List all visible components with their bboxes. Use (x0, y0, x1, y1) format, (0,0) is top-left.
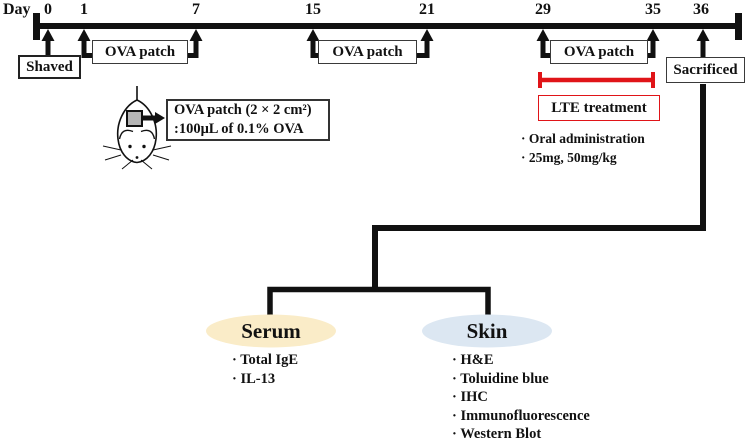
timeline-line (35, 23, 742, 29)
serum-list: · Total IgE · IL-13 (232, 351, 298, 388)
day-tick-21: 21 (419, 1, 435, 18)
patch-info-line2: :100μL of 0.1% OVA (174, 121, 304, 137)
day-tick-35: 35 (645, 1, 661, 18)
list-item: · IHC (452, 389, 488, 405)
bracket-arrows (81, 39, 656, 58)
timeline-end-cap (735, 13, 742, 40)
ova-patch-box-2: OVA patch (318, 40, 417, 64)
shaved-box: Shaved (18, 55, 81, 79)
branch-line-fork (267, 286, 491, 316)
branch-line-main (372, 84, 706, 292)
mouse-icon (102, 86, 172, 170)
ova-patch-box-1: OVA patch (92, 40, 188, 64)
branch-connectors (267, 84, 706, 316)
timeline-axis (33, 13, 742, 40)
mouse-ear-right (140, 129, 156, 140)
bracket-arrow-day-29 (540, 39, 552, 58)
lte-range-bar (538, 72, 655, 88)
list-item: · Toluidine blue (452, 370, 549, 387)
day-tick-15: 15 (305, 1, 321, 18)
sacrificed-box: Sacrificed (666, 57, 745, 83)
day-tick-7: 7 (192, 1, 200, 18)
bracket-arrow-day-35 (646, 39, 656, 58)
patch-info-box: OVA patch (2 × 2 cm²) :100μL of 0.1% OVA (166, 99, 330, 141)
patch-info-line1: OVA patch (2 × 2 cm²) (174, 102, 312, 118)
mouse-ear-left (118, 129, 134, 140)
list-item: · H&E (452, 352, 494, 368)
list-item: · Total IgE (232, 352, 299, 368)
lte-treatment-box: LTE treatment (538, 95, 660, 121)
mouse-nose (135, 156, 139, 159)
day-tick-1: 1 (80, 1, 88, 18)
mouse-eye-right (142, 144, 146, 149)
list-item: · Immunofluorescence (452, 407, 590, 424)
bracket-arrow-day-1 (81, 39, 94, 58)
mouse-whiskers (102, 145, 172, 170)
day-tick-36: 36 (693, 1, 709, 18)
list-item: · Western Blot (452, 426, 542, 442)
bracket-arrow-day-21 (415, 39, 430, 58)
timeline-axis-label: Day (3, 1, 31, 18)
lte-bullet-list: · Oral administration · 25mg, 50mg/kg (521, 129, 645, 167)
list-item: · IL-13 (232, 370, 276, 387)
serum-label: Serum (241, 319, 301, 343)
up-arrow-day-0 (41, 29, 55, 57)
skin-list: · H&E · Toluidine blue · IHC · Immunoflu… (452, 351, 590, 444)
skin-label: Skin (466, 319, 508, 343)
skin-ellipse (422, 314, 552, 348)
ova-patch-box-3: OVA patch (550, 40, 648, 64)
day-tick-29: 29 (535, 1, 551, 18)
day-tick-0: 0 (44, 1, 52, 18)
bracket-arrowheads (77, 29, 660, 41)
bracket-arrow-day-15 (310, 39, 320, 58)
lte-bullet-item: · 25mg, 50mg/kg (521, 150, 617, 165)
up-arrow-day-36 (696, 29, 710, 58)
patch-square (126, 110, 143, 127)
mouse-eye-left (128, 144, 132, 149)
bracket-arrow-day-7 (186, 39, 199, 58)
lte-bullet-item: · Oral administration (521, 131, 645, 146)
patch-pointer-arrow-icon (143, 112, 165, 124)
serum-ellipse (206, 314, 336, 348)
